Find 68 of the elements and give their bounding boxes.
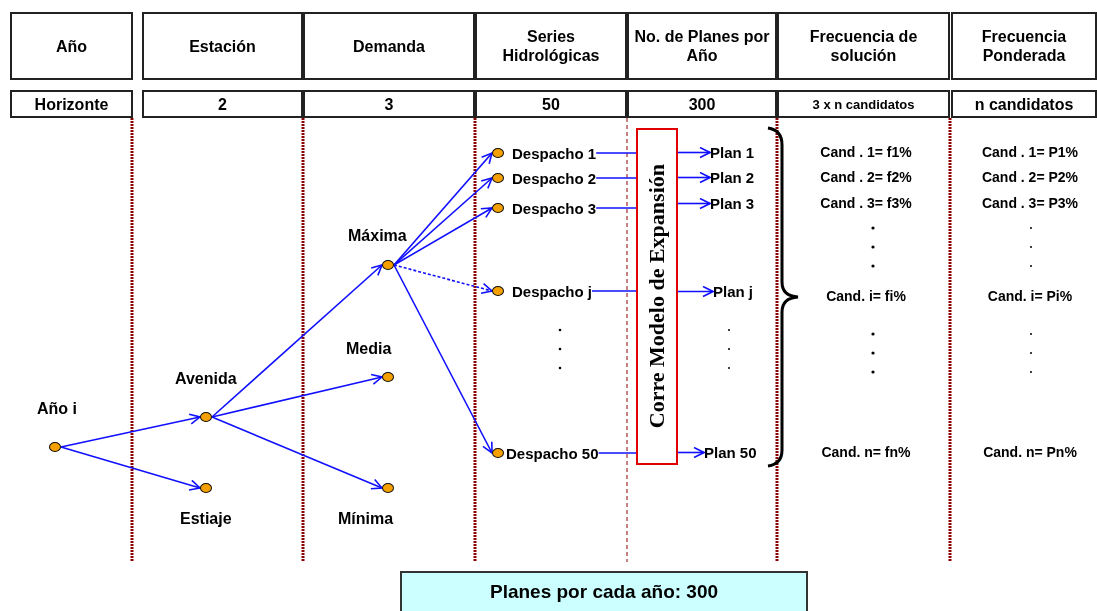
- table-header-cell: Frecuencia Ponderada: [951, 12, 1097, 80]
- plan-label: Plan 3: [710, 195, 755, 212]
- table-header-cell: 3: [303, 90, 475, 118]
- candidate-label: Cand. i= Pi%: [987, 288, 1073, 304]
- arrow: [393, 207, 493, 266]
- arrow: [211, 264, 383, 418]
- connector-line: [595, 207, 637, 209]
- table-header-cell: Estación: [142, 12, 303, 80]
- node-dot: [200, 412, 212, 422]
- node-dot: [49, 442, 61, 452]
- candidate-label: Cand . 1= f1%: [820, 144, 912, 160]
- table-header-cell: Series Hidrológicas: [475, 12, 627, 80]
- candidate-label: Cand. i= fi%: [826, 288, 906, 304]
- plan-label: Plan 2: [710, 169, 755, 186]
- table-header-cell: 50: [475, 90, 627, 118]
- node-dot: [382, 260, 394, 270]
- table-header-cell: Año: [10, 12, 133, 80]
- process-box: Corre Modelo de Expansión: [636, 128, 678, 465]
- table-header-cell: 2: [142, 90, 303, 118]
- connector-line: [591, 290, 637, 292]
- arrow: [60, 446, 201, 491]
- plan-label: Plan 50: [704, 444, 757, 461]
- table-header-cell: Demanda: [303, 12, 475, 80]
- candidate-label: Cand . 1= P1%: [981, 144, 1079, 160]
- table-header-cell: n candidatos: [951, 90, 1097, 118]
- arrow: [393, 264, 493, 295]
- table-header-cell: 3 x n candidatos: [777, 90, 950, 118]
- node-label: Media: [346, 340, 392, 358]
- node-dot: [382, 483, 394, 493]
- table-header-cell: 300: [627, 90, 777, 118]
- arrow: [677, 446, 705, 459]
- table-header-cell: Horizonte: [10, 90, 133, 118]
- arrow: [677, 285, 714, 298]
- arrow: [60, 413, 201, 448]
- candidate-label: Cand. n= fn%: [821, 444, 911, 460]
- connector-line: [595, 152, 637, 154]
- arrow: [211, 373, 383, 418]
- candidate-label: Cand . 3= f3%: [820, 195, 912, 211]
- arrow: [393, 264, 493, 454]
- node-label: Estiaje: [180, 510, 232, 528]
- candidate-label: Cand . 2= f2%: [820, 169, 912, 185]
- node-label: Despacho 1: [512, 144, 597, 162]
- plan-label: Plan 1: [710, 144, 755, 161]
- node-label: Despacho 3: [512, 199, 597, 217]
- arrow: [393, 177, 493, 266]
- node-label: Avenida: [175, 370, 237, 388]
- connector-line: [597, 452, 637, 454]
- arrow: [393, 152, 493, 266]
- candidate-label: Cand . 2= P2%: [981, 169, 1079, 185]
- plan-label: Plan j: [713, 283, 753, 300]
- node-label: Despacho 50: [506, 444, 599, 462]
- arrow: [677, 171, 711, 184]
- table-header-cell: Frecuencia de solución: [777, 12, 950, 80]
- arrow: [677, 146, 711, 159]
- node-label: Despacho 2: [512, 169, 597, 187]
- candidate-label: Cand. n= Pn%: [983, 444, 1077, 460]
- arrow: [677, 197, 711, 210]
- connector-line: [595, 177, 637, 179]
- table-header-cell: No. de Planes por Año: [627, 12, 777, 80]
- arrow: [211, 416, 383, 490]
- node-label: Año i: [37, 400, 77, 418]
- node-label: Mínima: [338, 510, 394, 528]
- node-label: Máxima: [348, 227, 407, 245]
- summary-box: Planes por cada año: 300: [400, 571, 808, 611]
- node-dot: [382, 372, 394, 382]
- node-label: Despacho j: [512, 282, 593, 300]
- node-dot: [200, 483, 212, 493]
- candidate-label: Cand . 3= P3%: [981, 195, 1079, 211]
